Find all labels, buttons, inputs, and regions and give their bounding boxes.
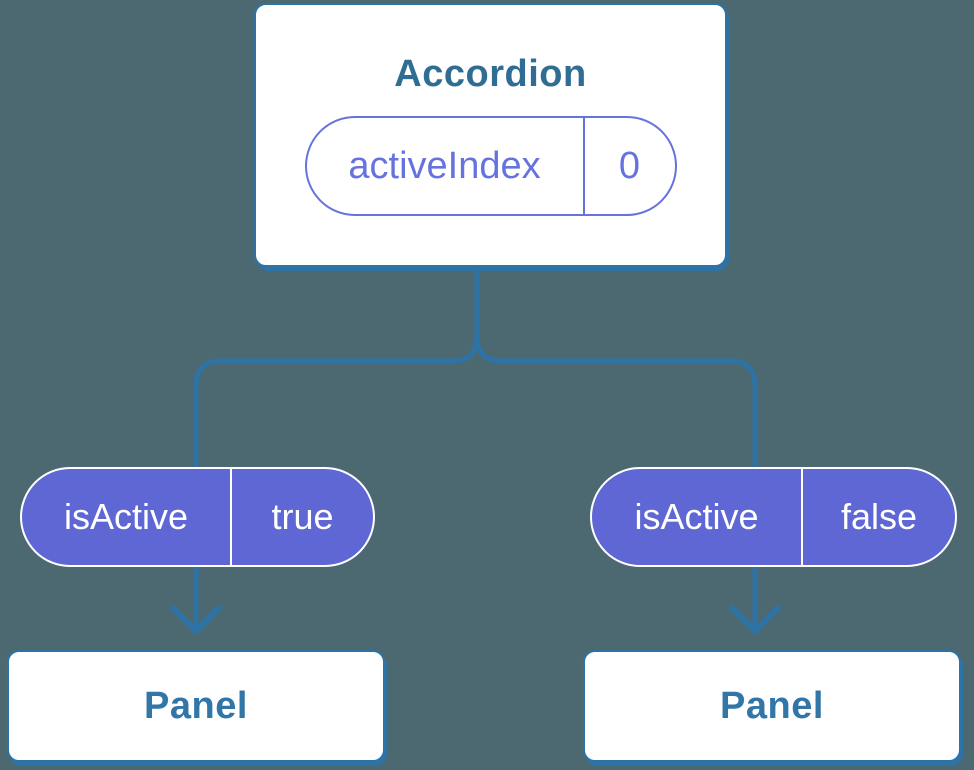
arrow-left-head-icon [170, 605, 222, 634]
state-pill-divider [582, 118, 585, 214]
accordion-node: Accordion activeIndex 0 [254, 3, 727, 267]
arrow-right-head-icon [729, 605, 781, 634]
panel-right-title: Panel [720, 685, 824, 727]
branch-right-line [474, 259, 758, 473]
prop-pill-left-name: isActive [63, 496, 189, 537]
state-pill-name: activeIndex [348, 145, 541, 187]
prop-pill-left-divider [230, 469, 232, 565]
branch-left-line [193, 259, 480, 473]
prop-pill-right-divider [801, 469, 803, 565]
prop-pill-left: isActive true [20, 467, 375, 567]
panel-node-left: Panel [7, 650, 385, 762]
prop-pill-right: isActive false [590, 467, 957, 567]
panel-left-title: Panel [144, 685, 248, 727]
prop-pill-right-value: false [840, 496, 918, 537]
state-pill: activeIndex 0 [304, 116, 677, 216]
accordion-title: Accordion [394, 53, 587, 95]
panel-node-right: Panel [583, 650, 961, 762]
prop-pill-left-value: true [271, 496, 334, 537]
state-pill-value: 0 [618, 145, 641, 187]
prop-pill-right-name: isActive [634, 496, 759, 537]
